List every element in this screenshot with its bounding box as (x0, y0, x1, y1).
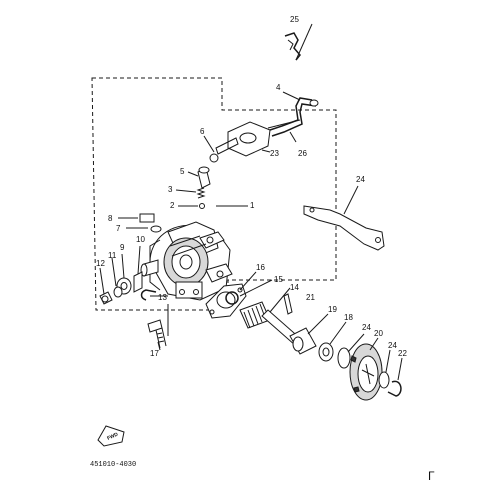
part-25-bracket (303, 185, 385, 251)
part-label-11: 11 (108, 251, 117, 260)
part-label-7: 7 (116, 224, 121, 233)
part-label-26: 25 (290, 15, 299, 24)
part-label-2: 2 (170, 201, 175, 210)
parts-8-7-screw-washer (118, 213, 162, 233)
part-label-8: 8 (108, 214, 113, 223)
part-26-clip (284, 23, 313, 61)
part-label-22: 22 (398, 349, 407, 358)
part-label-27: 26 (298, 149, 307, 158)
part-4-oil-pipe (267, 91, 319, 143)
part-label-23: 23 (270, 149, 279, 158)
part-21-pin (283, 293, 293, 315)
part-13-circlip (140, 289, 169, 336)
assembly-boundary (91, 77, 337, 311)
part-label-5: 5 (180, 167, 185, 176)
parts-6-5-3-2-bleed-set (175, 135, 239, 209)
part-label-24a: 24 (362, 323, 371, 332)
part-18-bush (318, 321, 347, 362)
part-label-25: 24 (356, 175, 365, 184)
corner-mark: Γ (428, 469, 435, 483)
part-label-4: 4 (276, 83, 281, 92)
part-22-circlip (387, 357, 403, 397)
part-label-13: 13 (158, 293, 167, 302)
part-label-17: 17 (150, 349, 159, 358)
fwd-arrow: FWD (97, 425, 125, 447)
part-label-14: 14 (290, 283, 299, 292)
part-19-collar (289, 313, 329, 355)
part-15-o-ring (225, 279, 273, 305)
catalog-code: 451010-4030 (90, 461, 136, 469)
fwd-label: FWD (106, 431, 119, 441)
part-label-1: 1 (250, 201, 255, 210)
part-label-16: 16 (256, 263, 265, 272)
part-label-3: 3 (168, 185, 173, 194)
part-label-24b: 24 (388, 341, 397, 350)
part-label-12: 12 (96, 259, 105, 268)
part-23-banjo-block (227, 121, 271, 157)
pump-input-shaft (140, 259, 159, 277)
parts-24-20-gear-set (337, 333, 391, 401)
part-1-oil-pump-body (149, 221, 233, 301)
parts-9-10-11-12-washers (99, 245, 143, 305)
part-label-19: 19 (328, 305, 337, 314)
part-label-18: 18 (344, 313, 353, 322)
part-label-15: 15 (274, 275, 283, 284)
part-label-20: 20 (374, 329, 383, 338)
part-label-21: 21 (306, 293, 315, 302)
part-label-10: 10 (136, 235, 145, 244)
part-17-bolt (147, 319, 167, 351)
part-label-9: 9 (120, 243, 125, 252)
part-label-6: 6 (200, 127, 205, 136)
